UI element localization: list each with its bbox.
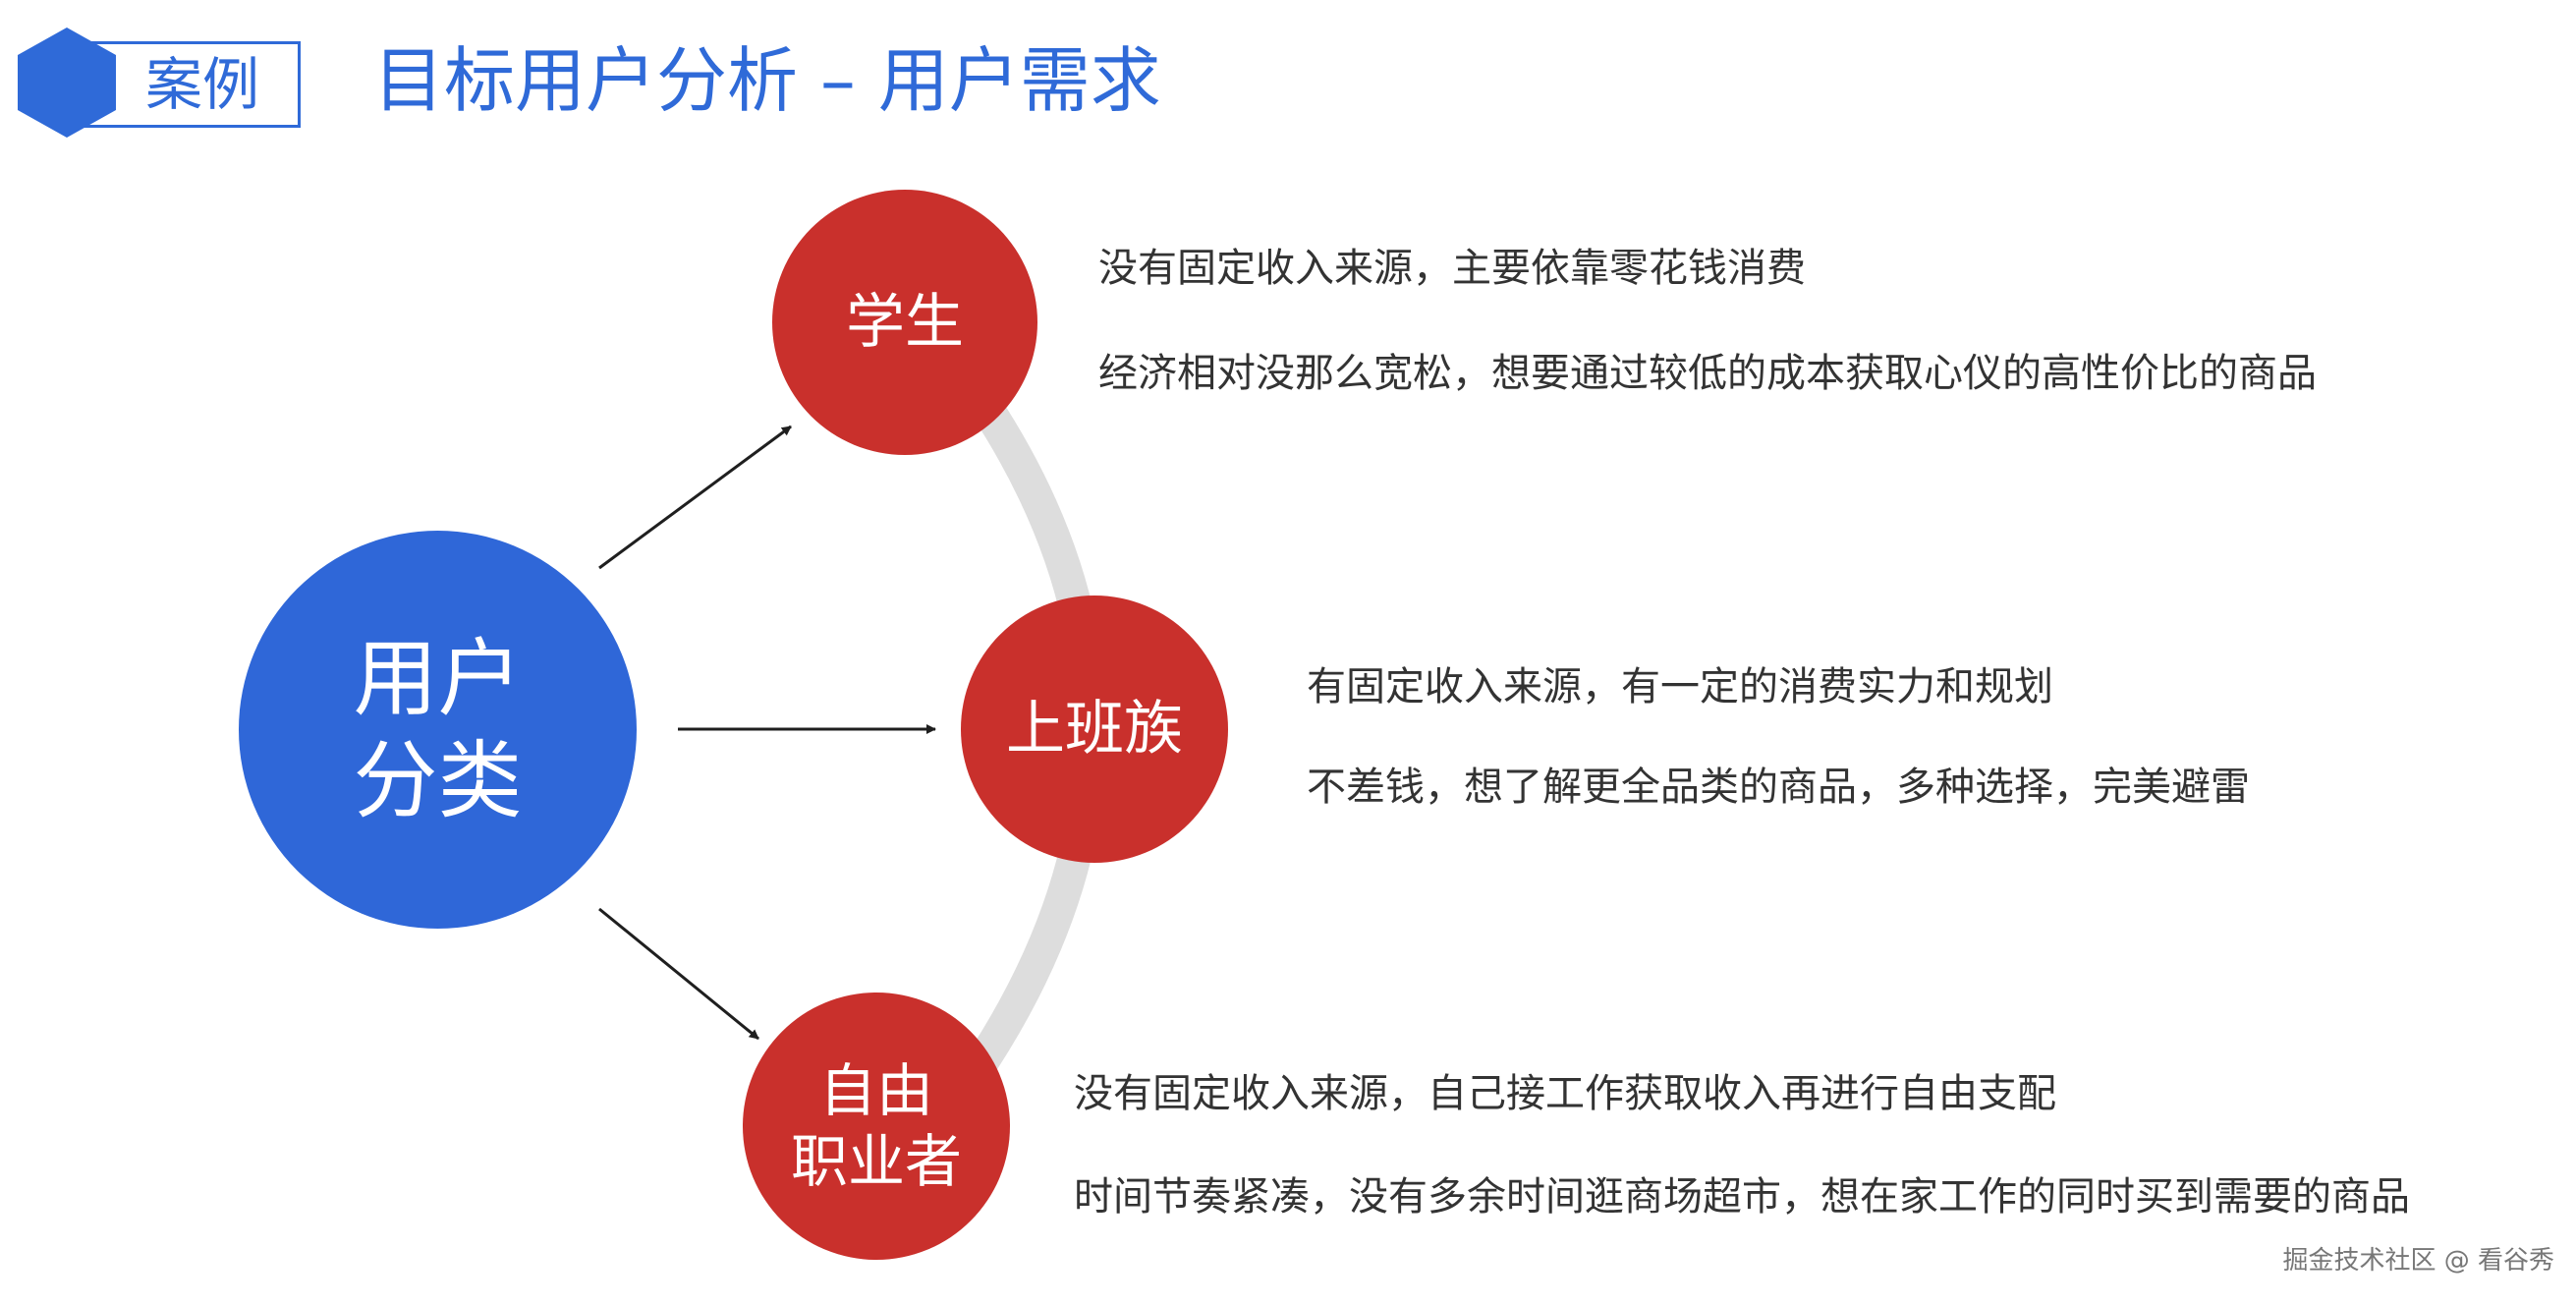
student-point-1: 没有固定收入来源，主要依靠零花钱消费 — [1098, 246, 1806, 291]
arrow-to-student — [598, 425, 792, 570]
freelancer-point-1: 没有固定收入来源，自己接工作获取收入再进行自由支配 — [1074, 1071, 2056, 1116]
user-category-line2: 分类 — [353, 731, 523, 830]
student-node: 学生 — [772, 190, 1037, 455]
section-tag — [84, 41, 301, 128]
freelancer-label-line2: 职业者 — [790, 1128, 962, 1195]
section-tag-label: 案例 — [145, 51, 260, 118]
watermark: 掘金技术社区 @ 看谷秀 — [2282, 1246, 2554, 1276]
freelancer-node: 自由 职业者 — [743, 993, 1010, 1260]
user-category-line1: 用户 — [353, 629, 523, 728]
user-category-node: 用户 分类 — [239, 531, 637, 929]
page-title: 目标用户分析 – 用户需求 — [373, 39, 1161, 122]
office-worker-point-1: 有固定收入来源，有一定的消费实力和规划 — [1307, 664, 2053, 709]
student-point-2: 经济相对没那么宽松，想要通过较低的成本获取心仪的高性价比的商品 — [1098, 351, 2317, 396]
freelancer-point-2: 时间节奏紧凑，没有多余时间逛商场超市，想在家工作的同时买到需要的商品 — [1074, 1174, 2410, 1220]
freelancer-label-line1: 自由 — [818, 1057, 933, 1124]
arrow-to-freelancer — [598, 907, 759, 1041]
office-worker-point-2: 不差钱，想了解更全品类的商品，多种选择，完美避雷 — [1307, 765, 2250, 810]
office-worker-label: 上班族 — [1006, 695, 1183, 764]
student-label: 学生 — [846, 288, 964, 357]
office-worker-node: 上班族 — [961, 596, 1228, 863]
